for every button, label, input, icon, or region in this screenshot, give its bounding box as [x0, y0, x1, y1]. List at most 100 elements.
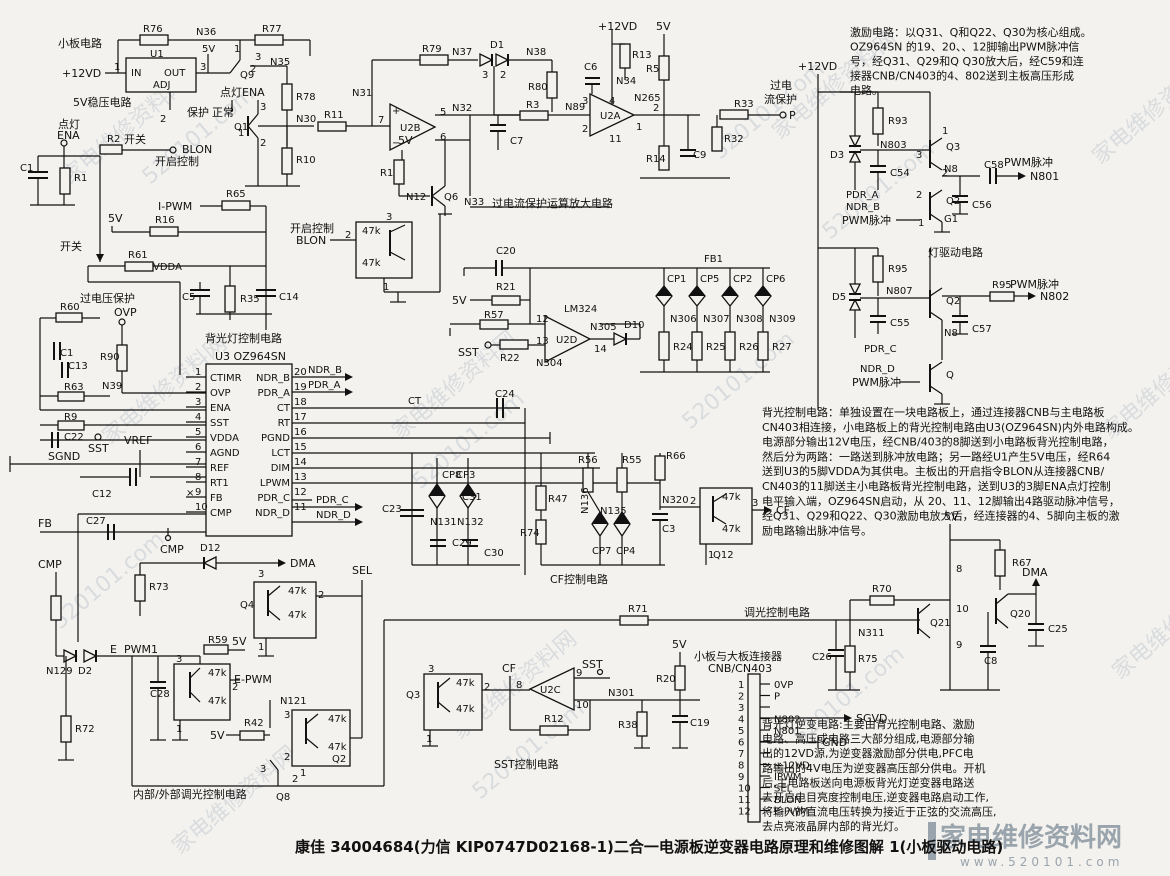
connector-pin-number: 3: [738, 703, 744, 714]
label-fb1: FB1: [704, 254, 723, 265]
u3-pin-name: CT: [277, 403, 291, 414]
svg-text:D12: D12: [200, 543, 220, 554]
svg-text:N33: N33: [464, 197, 484, 208]
svg-text:R61: R61: [128, 250, 148, 261]
svg-text:3: 3: [258, 569, 264, 580]
svg-text:1: 1: [234, 44, 240, 55]
svg-text:1: 1: [426, 734, 432, 745]
svg-text:N121: N121: [280, 696, 307, 707]
description-line: 电路。: [850, 84, 883, 97]
label-vdda: VDDA: [153, 262, 182, 273]
svg-text:47k: 47k: [328, 714, 347, 725]
svg-text:R22: R22: [500, 353, 520, 364]
u2a-name: U2A: [600, 111, 621, 122]
svg-text:D3: D3: [830, 150, 844, 161]
u3-pin-number: 5: [195, 427, 201, 438]
svg-text:1: 1: [708, 550, 714, 561]
svg-text:R93: R93: [888, 116, 908, 127]
svg-text:N35: N35: [270, 57, 290, 68]
svg-text:R66: R66: [666, 451, 686, 462]
svg-text:Q20: Q20: [1010, 609, 1031, 620]
svg-text:CP4: CP4: [616, 546, 635, 557]
u3-pin-name: LPWM: [260, 478, 290, 489]
watermark-domain: 520101.com: [48, 527, 170, 635]
svg-text:3: 3: [260, 764, 266, 775]
svg-text:R14: R14: [646, 154, 666, 165]
connector-pin-number: 4: [738, 715, 744, 726]
svg-text:47k: 47k: [362, 258, 381, 269]
svg-text:2: 2: [160, 114, 166, 125]
svg-text:2: 2: [250, 64, 256, 75]
label-ovp: OVP: [114, 306, 137, 319]
connector-pin-number: 12: [738, 807, 751, 818]
svg-text:N304: N304: [536, 358, 563, 369]
u3-pin-name: NDR_D: [255, 508, 290, 519]
svg-text:C26: C26: [812, 652, 832, 663]
label-switch-1: 开关: [124, 132, 146, 146]
connector-pin-name: +12VD: [774, 761, 810, 772]
label-pdr-c-2: PDR_C: [864, 344, 897, 355]
svg-text:10: 10: [576, 700, 589, 711]
svg-text:G1: G1: [944, 214, 958, 225]
connector-pin-number: 10: [738, 784, 751, 795]
svg-text:1: 1: [258, 642, 264, 653]
label-sgvd: SGVD: [856, 712, 888, 725]
label-ovp-protect: 过电压保护: [80, 291, 135, 305]
svg-text:Q2: Q2: [946, 296, 960, 307]
svg-text:5V: 5V: [210, 729, 225, 742]
label-ocp-1: 过电: [770, 79, 792, 92]
svg-text:R95: R95: [992, 280, 1012, 291]
connector-pin-number: 6: [738, 738, 744, 749]
svg-text:2: 2: [292, 774, 298, 785]
lm324-name: LM324: [564, 304, 597, 315]
svg-text:R10: R10: [296, 155, 316, 166]
label-12vd: +12VD: [62, 67, 101, 80]
u3-pin-number: 15: [294, 442, 307, 453]
label-sst: SST: [88, 442, 109, 455]
description-line: 出的12VD源,为逆变器激励部分供电,PFC电: [762, 746, 974, 760]
svg-text:7: 7: [378, 115, 384, 126]
description-line: 励电路输出脉冲信号。: [762, 523, 872, 537]
svg-text:R90: R90: [100, 352, 120, 363]
svg-text:R72: R72: [75, 724, 95, 735]
label-connector: 小板与大板连接器: [694, 649, 782, 663]
svg-text:R9: R9: [64, 412, 77, 423]
svg-text:N131: N131: [430, 517, 457, 528]
svg-text:3: 3: [176, 654, 182, 665]
u3-pin-name: PGND: [261, 433, 290, 444]
svg-text:D1: D1: [490, 40, 504, 51]
description-line: 然后分为两路：一路送到脉冲放电路；另一路经U1产生5V电压，经R64: [762, 449, 1110, 463]
u3-pin-number: 2: [195, 382, 201, 393]
svg-text:1: 1: [636, 122, 642, 133]
svg-text:3: 3: [582, 96, 588, 107]
svg-text:N32: N32: [452, 103, 472, 114]
u1-pin-adj: ADJ: [153, 80, 171, 91]
u3-pin-name: CMP: [210, 508, 232, 519]
connector-pin-number: 8: [738, 761, 744, 772]
label-vref: VREF: [124, 434, 152, 447]
u3-pin-name: CTIMR: [210, 373, 242, 384]
svg-text:8: 8: [516, 680, 522, 691]
svg-text:1: 1: [176, 724, 182, 735]
svg-text:11: 11: [609, 134, 622, 145]
svg-text:N38: N38: [526, 47, 546, 58]
svg-text:Q2: Q2: [332, 754, 346, 765]
u1-name: U1: [150, 49, 164, 60]
svg-text:N803: N803: [880, 140, 907, 151]
label-ndr-b-2: NDR_B: [846, 202, 880, 213]
svg-text:C13: C13: [68, 361, 88, 372]
svg-text:14: 14: [594, 344, 607, 355]
connector-pin-name: BLON: [774, 795, 801, 806]
svg-text:5V: 5V: [398, 134, 413, 147]
label-ocp-2: 流保护: [764, 92, 797, 106]
connector-pin-name: N801: [774, 726, 801, 737]
svg-text:Q21: Q21: [930, 618, 951, 629]
label-lamp-ena: 点灯ENA: [220, 86, 265, 99]
svg-text:C5: C5: [182, 292, 195, 303]
svg-text:2: 2: [284, 752, 290, 763]
svg-text:5V: 5V: [232, 635, 247, 648]
svg-text:6: 6: [440, 132, 446, 143]
description-line: 电源部分输出12V电压，经CNB/403的8脚送到小电路板背光控制电路，: [762, 435, 1114, 449]
